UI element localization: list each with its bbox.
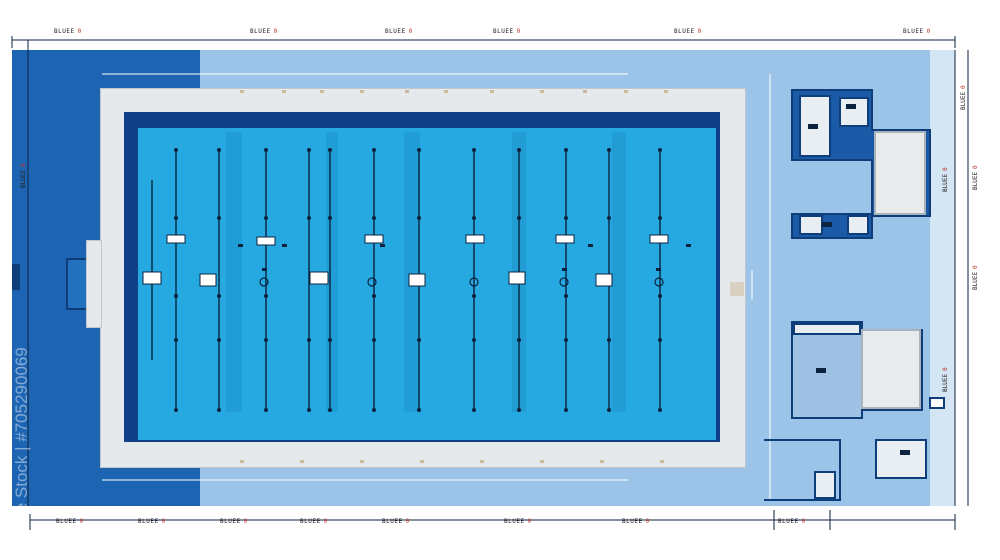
building-blocks [764,89,945,501]
deck-guides [102,73,771,500]
right-dim-label-2: BLUEE0 [972,165,979,190]
small-markers [238,244,691,271]
dimension-lines [11,36,969,530]
building-labels [808,104,910,455]
right-dim-label-5: BLUEE0 [942,367,949,392]
left-dim-label: BLUEE0 [20,163,27,188]
deck-tiles [240,90,668,463]
right-dim-label-1: BLUEE0 [960,85,967,110]
start-blocks-row-b [142,271,613,287]
watermark-stock-id: Adobe Stock | #705290069 [12,347,31,552]
deck-light-right [930,50,955,506]
deck-light-patch [730,282,744,296]
left-marker [12,264,20,290]
lane-floats [174,148,662,412]
water-bands [226,132,626,412]
right-dim-label-4: BLUEE0 [972,265,979,290]
right-dim-label-3: BLUEE0 [942,167,949,192]
start-blocks-row-a [166,234,669,246]
lane-numbers [259,277,664,287]
entrance-step [86,240,102,328]
